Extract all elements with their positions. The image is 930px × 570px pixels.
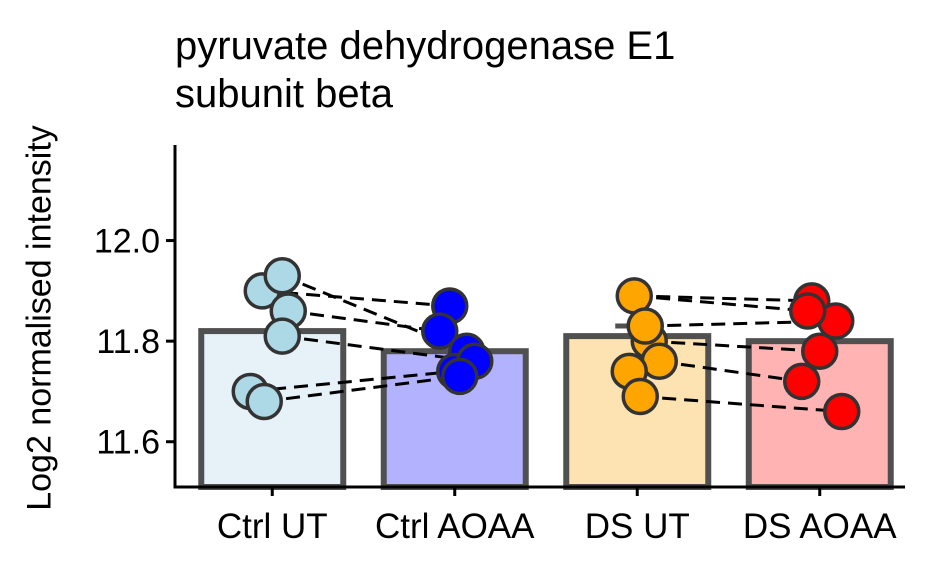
data-point bbox=[245, 382, 283, 421]
data-point bbox=[626, 307, 664, 345]
point-group bbox=[231, 257, 861, 431]
y-tick-label: 11.8 bbox=[96, 323, 160, 361]
y-tick-label: 12.0 bbox=[94, 223, 160, 261]
data-point bbox=[263, 257, 301, 295]
bar-group bbox=[198, 323, 894, 490]
data-point bbox=[823, 392, 861, 431]
data-point bbox=[789, 292, 827, 330]
data-point bbox=[421, 312, 459, 350]
data-point bbox=[801, 332, 839, 370]
chart-title-line-1: pyruvate dehydrogenase E1 bbox=[175, 24, 676, 68]
data-point bbox=[441, 357, 479, 396]
data-point bbox=[621, 377, 659, 416]
x-tick-label: Ctrl UT bbox=[217, 507, 328, 546]
data-point bbox=[783, 362, 821, 401]
pairing-line bbox=[264, 374, 460, 403]
x-tick-label: DS AOAA bbox=[743, 507, 897, 546]
x-tick-label: Ctrl AOAA bbox=[375, 507, 535, 546]
pairing-line bbox=[640, 394, 842, 414]
chart-title: pyruvate dehydrogenase E1 subunit beta bbox=[175, 22, 675, 118]
pairing-line bbox=[649, 339, 820, 353]
pairing-line bbox=[288, 309, 440, 333]
pairing-line bbox=[250, 369, 455, 393]
pairing-line bbox=[634, 294, 812, 303]
chart-title-line-2: subunit beta bbox=[175, 72, 393, 116]
pairing-line bbox=[659, 359, 802, 383]
x-tick-label: DS UT bbox=[585, 507, 690, 546]
pairing-line bbox=[634, 294, 808, 313]
y-tick-label: 11.6 bbox=[96, 424, 160, 462]
data-point bbox=[263, 317, 301, 355]
